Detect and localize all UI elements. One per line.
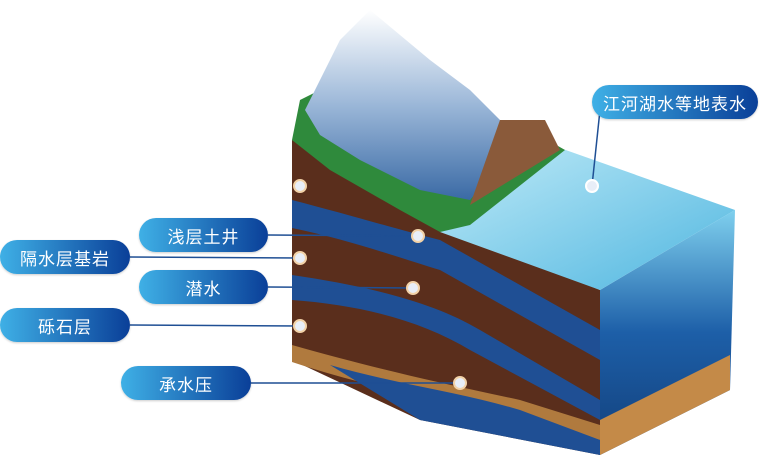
aquifer-band-2 [292,275,600,420]
label-confined-water: 承水压 [121,366,251,400]
label-phreatic-water: 潜水 [139,270,268,304]
marker-dots [293,179,599,390]
confined-band [330,365,600,455]
mountain [305,10,520,200]
leader-lines [129,109,601,384]
label-gravel-layer: 砾石层 [0,308,130,342]
label-shallow-well: 浅层土井 [139,218,268,252]
right-soil [600,355,730,455]
label-aquitard-bedrock: 隔水层基岩 [0,240,130,274]
mountain-rock [470,120,560,205]
aquifer-band-1 [292,200,600,360]
label-surface-water: 江河湖水等地表水 [592,85,758,119]
